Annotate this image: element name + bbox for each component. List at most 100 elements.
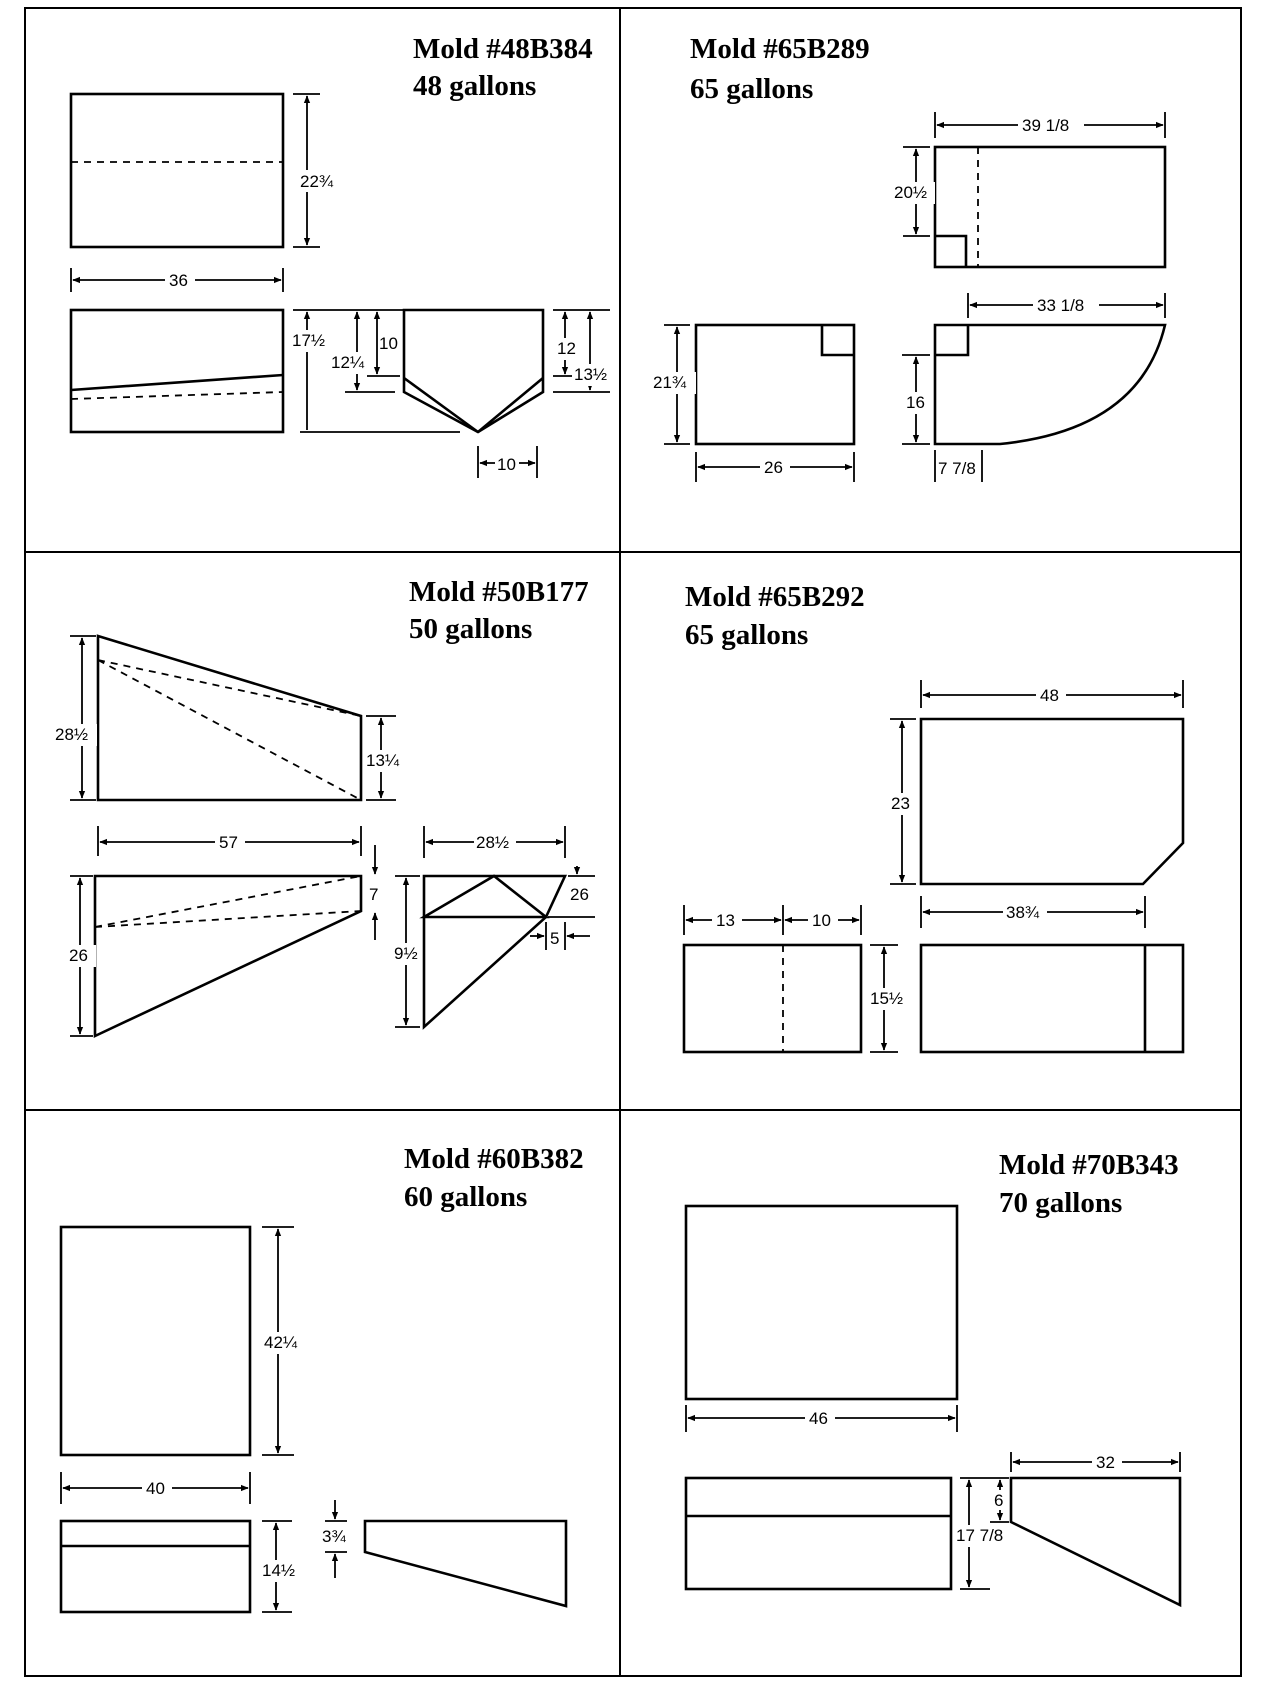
dimension-label: 28½ xyxy=(476,833,509,852)
dimension-label: 28½ xyxy=(55,725,88,744)
mold-capacity: 70 gallons xyxy=(999,1187,1122,1219)
dimension-label: 39 1/8 xyxy=(1022,116,1069,135)
dimension-label: 13¼ xyxy=(366,751,400,770)
dimension-end-height: 9½ xyxy=(393,875,421,1028)
dimension-width: 46 xyxy=(685,1405,958,1432)
dimension-offset: 7 7/8 xyxy=(934,450,983,482)
mold-cell-65b292: Mold #65B292 65 gallons 48 23 xyxy=(682,581,1185,1054)
mold-name: Mold #65B292 xyxy=(685,581,865,613)
dimension-length: 39 1/8 xyxy=(934,112,1166,138)
dimension-width: 36 xyxy=(70,268,284,292)
dimension-label: 22¾ xyxy=(300,172,334,191)
dimension-label: 15½ xyxy=(870,989,903,1008)
dimension-label: 10 xyxy=(497,455,516,474)
dimension-label: 14½ xyxy=(262,1561,295,1580)
end-view xyxy=(402,308,545,434)
dimension-height: 17 7/8 xyxy=(955,1477,1019,1590)
dimension-label: 3¾ xyxy=(322,1527,346,1546)
dimension-label: 26 xyxy=(764,458,783,477)
dimension-label: 38¾ xyxy=(1006,903,1040,922)
dimension-label: 12 xyxy=(557,339,576,358)
dimension-end-left: 13 10 xyxy=(683,905,862,935)
mold-cell-60b382: Mold #60B382 60 gallons 42¼ 40 xyxy=(59,1143,584,1614)
dimension-depth: 23 xyxy=(890,718,918,885)
top-view xyxy=(684,1204,959,1401)
top-view xyxy=(933,145,1167,269)
top-view xyxy=(59,1225,252,1457)
mold-capacity: 65 gallons xyxy=(690,73,813,105)
dimension-label: 36 xyxy=(169,271,188,290)
dimension-left-height: 28½ xyxy=(53,635,97,801)
mold-cell-65b289: Mold #65B289 65 gallons 39 1/8 20½ xyxy=(652,33,1167,482)
dimension-end-drop: 3¾ xyxy=(322,1500,347,1578)
dimension-end-notch: 26 xyxy=(548,866,608,918)
side-view xyxy=(93,874,363,1039)
mold-cell-70b343: Mold #70B343 70 gallons 46 17 7/8 xyxy=(684,1149,1182,1608)
top-view xyxy=(919,717,1185,886)
dimension-label: 23 xyxy=(891,794,910,813)
dimension-label: 48 xyxy=(1040,686,1059,705)
dimension-label: 26 xyxy=(570,885,589,904)
dimension-side-height: 26 xyxy=(68,875,96,1037)
dimension-label: 10 xyxy=(379,334,398,353)
dimension-length: 57 xyxy=(97,826,362,856)
dimension-length: 48 xyxy=(920,680,1184,708)
dimension-side-height: 16 xyxy=(902,354,930,445)
dimension-label: 12¼ xyxy=(331,353,365,372)
mold-name: Mold #48B384 xyxy=(413,33,593,65)
dimension-end-drop: 6 xyxy=(990,1477,1009,1523)
dimension-label: 5 xyxy=(550,929,559,948)
dimension-label: 16 xyxy=(906,393,925,412)
dimension-end-width: 26 xyxy=(695,452,855,482)
dimension-end-offset: 5 xyxy=(530,922,590,950)
dimension-side-length: 38¾ xyxy=(920,896,1146,928)
side-view xyxy=(59,1519,252,1614)
mold-name: Mold #65B289 xyxy=(690,33,870,65)
dimension-label: 17½ xyxy=(292,331,325,350)
mold-cell-48b384: Mold #48B384 48 gallons 22¾ 36 xyxy=(69,33,612,478)
dimension-label: 26 xyxy=(69,946,88,965)
dimension-label: 20½ xyxy=(894,183,927,202)
dimension-height-side: 17½ xyxy=(290,309,460,433)
end-view xyxy=(682,943,863,1054)
dimension-label: 33 1/8 xyxy=(1037,296,1084,315)
dimension-height: 22¾ xyxy=(293,93,336,248)
dimension-label: 32 xyxy=(1096,1453,1115,1472)
dimension-label: 13½ xyxy=(574,365,607,384)
dimension-end-height: 12 13½ xyxy=(553,309,612,393)
dimension-end-length: 32 xyxy=(1010,1452,1181,1472)
dimension-end-height: 21¾ xyxy=(652,324,696,445)
dimension-side-length: 33 1/8 xyxy=(967,293,1166,318)
mold-name: Mold #70B343 xyxy=(999,1149,1179,1181)
dimension-end-width: 10 xyxy=(477,446,538,478)
end-view xyxy=(1009,1476,1182,1608)
dimension-label: 13 xyxy=(716,911,735,930)
side-view xyxy=(933,323,1167,446)
dimension-length: 42¼ xyxy=(262,1226,306,1456)
dimension-label: 17 7/8 xyxy=(956,1526,1003,1545)
top-view xyxy=(69,92,285,249)
dimension-right-height: 13¼ xyxy=(365,715,407,801)
dimension-label: 42¼ xyxy=(264,1333,298,1352)
top-view xyxy=(96,634,363,802)
dimension-label: 7 7/8 xyxy=(938,459,976,478)
mold-capacity: 65 gallons xyxy=(685,619,808,651)
side-view xyxy=(684,1476,953,1591)
mold-cell-50b177: Mold #50B177 50 gallons 28½ 13¼ 57 xyxy=(53,576,608,1039)
dimension-inner-depth: 12¼ 10 xyxy=(330,311,400,393)
mold-name: Mold #60B382 xyxy=(404,1143,584,1175)
dimension-width: 40 xyxy=(60,1472,251,1504)
end-view xyxy=(419,874,568,1030)
dimension-label: 21¾ xyxy=(653,373,687,392)
side-view xyxy=(919,943,1185,1054)
mold-capacity: 48 gallons xyxy=(413,70,536,102)
mold-capacity: 60 gallons xyxy=(404,1181,527,1213)
dimension-height: 14½ xyxy=(260,1520,302,1613)
dimension-label: 40 xyxy=(146,1479,165,1498)
dimension-label: 57 xyxy=(219,833,238,852)
mold-capacity: 50 gallons xyxy=(409,613,532,645)
dimension-label: 10 xyxy=(812,911,831,930)
dimension-side-drop: 7 xyxy=(369,845,378,940)
dimension-label: 6 xyxy=(994,1491,1003,1510)
